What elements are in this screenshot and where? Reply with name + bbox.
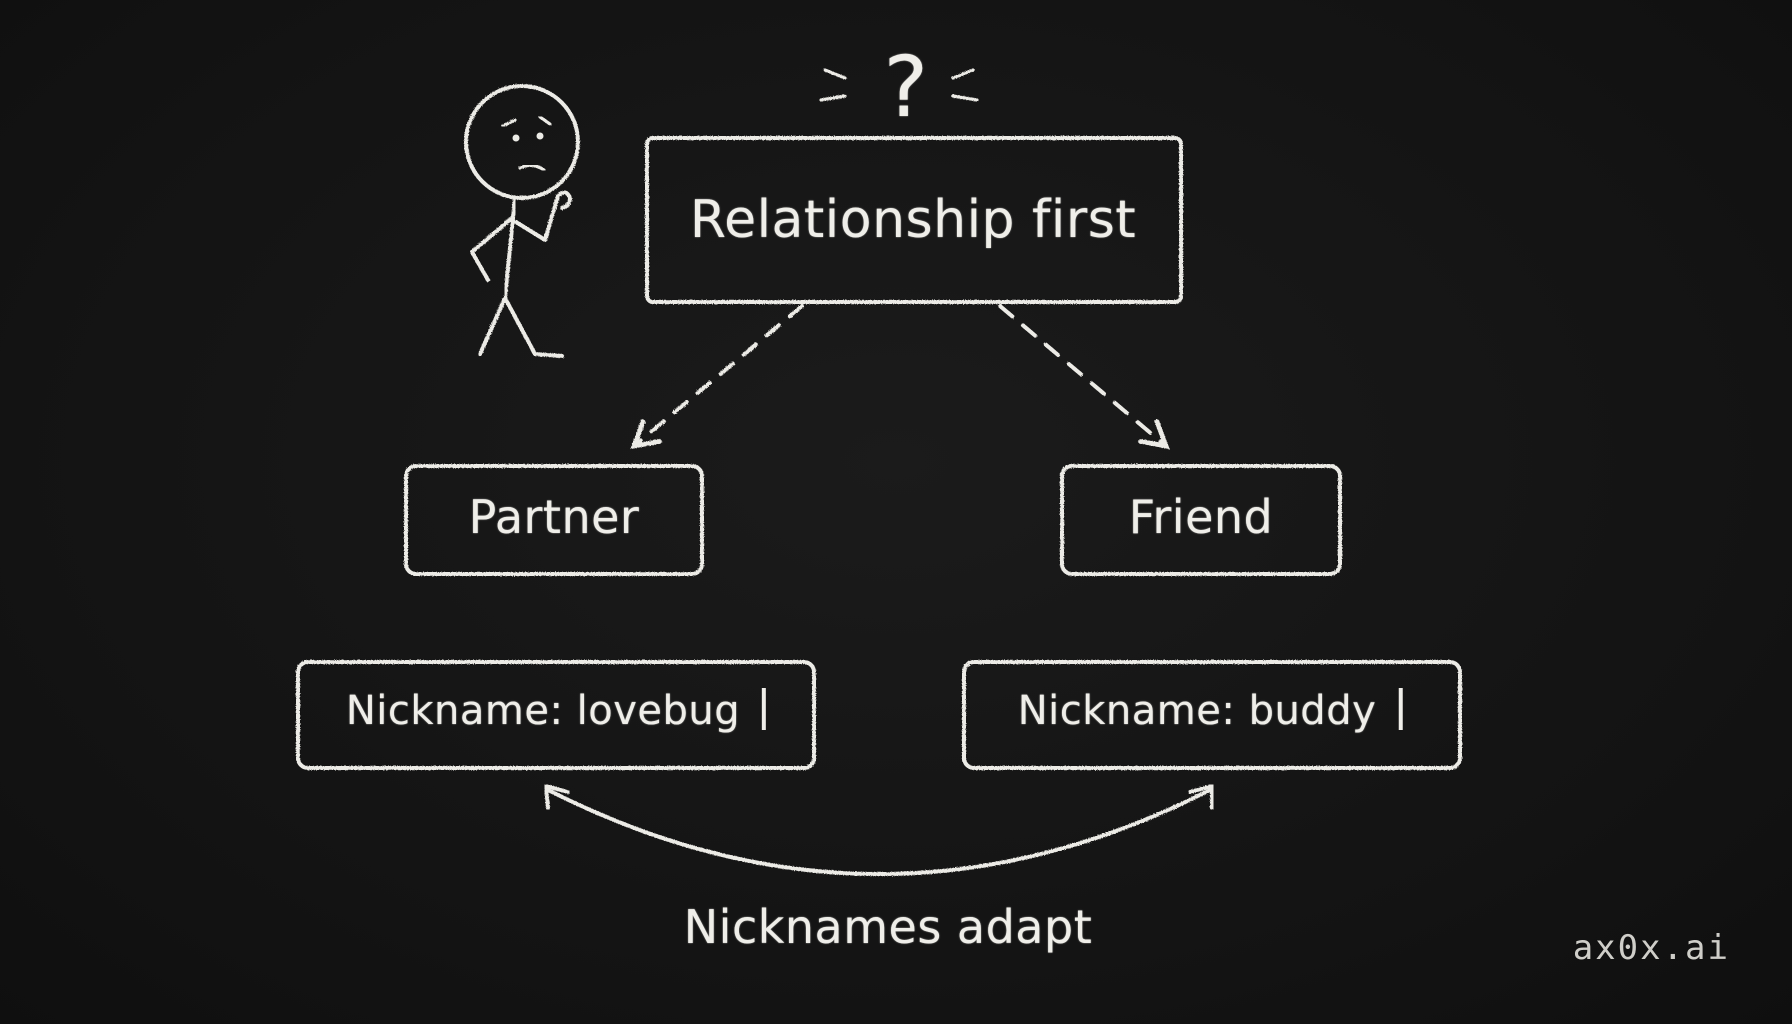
root-label: Relationship first (689, 190, 1137, 250)
partner-box (404, 464, 704, 576)
curved-connector (546, 788, 1212, 876)
friend-label: Friend (1128, 490, 1274, 544)
question-mark: ? (883, 38, 929, 136)
brand-watermark: ax0x.ai (1572, 928, 1730, 968)
thinking-person-icon (464, 84, 580, 358)
caption: Nicknames adapt (683, 900, 1093, 954)
nickname-friend-text: Nickname: buddy (1017, 688, 1377, 734)
question-mark-icon (819, 68, 979, 102)
nickname-box-friend (962, 660, 1462, 770)
nickname-partner: Nickname: lovebug (345, 688, 767, 734)
root-box (645, 136, 1183, 304)
text-cursor (1398, 688, 1403, 730)
nickname-friend: Nickname: buddy (1018, 688, 1403, 734)
curved-arrowhead-left (544, 784, 570, 810)
partner-label: Partner (468, 490, 640, 544)
arrow-to-friend (998, 304, 1170, 450)
text-cursor (762, 688, 767, 730)
nickname-partner-text: Nickname: lovebug (345, 688, 741, 734)
arrow-to-partner (630, 304, 804, 450)
nickname-box-partner (296, 660, 816, 770)
friend-box (1060, 464, 1342, 576)
curved-arrowhead-right (1188, 784, 1214, 810)
